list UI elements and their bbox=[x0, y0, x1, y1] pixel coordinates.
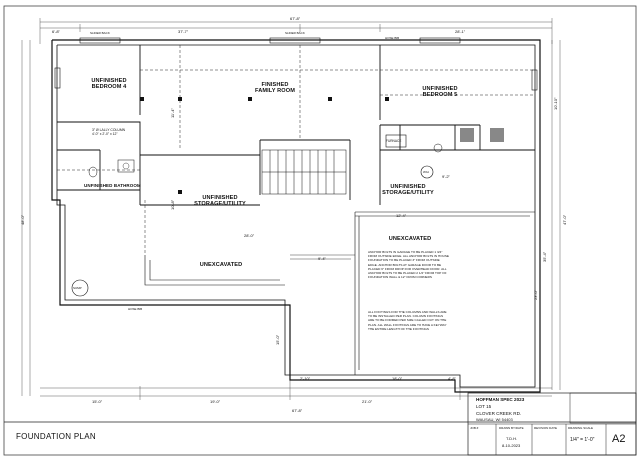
dim-overall-top: 67'-8" bbox=[290, 16, 301, 21]
sheet-number: A2 bbox=[612, 433, 626, 445]
room-label-storage-right: UNFINISHED STORAGE/UTILITY bbox=[382, 184, 434, 197]
project-lot: LOT 15 bbox=[476, 404, 492, 409]
dim-bottom-c: 21'-0" bbox=[362, 399, 373, 404]
dim-column: 3" Ø LALLY COLUMN 4'-0" x 2'-0" x 12" bbox=[92, 128, 126, 136]
sheet-title: FOUNDATION PLAN bbox=[16, 432, 96, 441]
dim-right-b: 47'-0" bbox=[562, 214, 567, 225]
room-label-bedroom-4: UNFINISHED BEDROOM 4 bbox=[91, 78, 127, 91]
dim-bottom-4: 4'-8" bbox=[448, 376, 456, 381]
hose-bib-top: HOSE BIB bbox=[385, 36, 400, 40]
revision-label: REVISION DATE bbox=[534, 426, 557, 430]
water-heater-label: W/H bbox=[423, 170, 429, 174]
dim-mid-12: 12'-4" bbox=[396, 213, 407, 218]
dim-top-b: 37'-7" bbox=[178, 29, 189, 34]
anchor-bolt-note: ANCHOR BOLTS IN GARAGE TO BE PLACED 1 3/… bbox=[368, 250, 449, 280]
dim-bottom-2: 2'-10" bbox=[300, 376, 311, 381]
room-label-unexcavated-left: UNEXCAVATED bbox=[199, 262, 243, 268]
drawing-scale: 1/4" = 1'-0" bbox=[570, 437, 595, 443]
slider-label-b: SLIDER BACK bbox=[285, 31, 305, 35]
drawn-by-label: DRAWN BY/DATE bbox=[499, 426, 524, 430]
room-label-storage-left: UNFINISHED STORAGE/UTILITY bbox=[194, 195, 246, 208]
project-street: CLOVER CREEK RD. bbox=[476, 411, 522, 416]
slider-label-a: SLIDER BACK bbox=[90, 31, 110, 35]
dim-bottom-overall: 67'-8" bbox=[292, 408, 303, 413]
furnace-label: FURNACE bbox=[386, 139, 402, 143]
room-label-bedroom-5: UNFINISHED BEDROOM 5 bbox=[422, 86, 458, 99]
project-city: WAUSAU, WI 54403 bbox=[476, 417, 513, 422]
dim-bottom-b: 19'-0" bbox=[210, 399, 221, 404]
room-label-unexcavated-right: UNEXCAVATED bbox=[388, 236, 432, 242]
hose-bib-bottom: HOSE BIB bbox=[128, 307, 143, 311]
project-name: HOFFMAN SPEC 2023 bbox=[476, 397, 525, 402]
dim-mid-15: 15'-0" bbox=[275, 334, 280, 345]
room-label-family-room: FINISHED FAMILY ROOM bbox=[255, 82, 295, 95]
footing-note: ALL FOOTINGS FOR THE COLUMNS AND WALLS A… bbox=[368, 310, 447, 331]
dim-bath: 11'-4" bbox=[170, 108, 175, 118]
dim-mid-9: 9'-4" bbox=[318, 256, 326, 261]
dim-right-c: 35'-4" bbox=[542, 251, 547, 262]
drawn-date: 8-10-2023 bbox=[502, 443, 521, 448]
dim-bottom-a: 15'-0" bbox=[92, 399, 103, 404]
scale-label: DRAWING SCALE bbox=[568, 426, 594, 430]
room-label-bathroom: UNFINISHED BATHROOM bbox=[84, 183, 141, 188]
drawn-by: T.D.H. bbox=[506, 436, 518, 441]
dim-mid-28: 28'-0" bbox=[244, 233, 255, 238]
dim-top-a: 6'-8" bbox=[52, 29, 60, 34]
dim-top-c: 28'-1" bbox=[455, 29, 466, 34]
dim-right-d: 23'-0" bbox=[533, 289, 538, 300]
sump-label: SUMP bbox=[73, 286, 82, 290]
dim-right-a: 10'-10" bbox=[553, 97, 558, 110]
dim-left-overall: 48'-0" bbox=[20, 214, 25, 225]
dim-right-e: 9'-2" bbox=[442, 174, 450, 179]
job-label: JOB # bbox=[470, 426, 479, 430]
dim-mid-18: 18'-0" bbox=[392, 376, 403, 381]
dim-storage: 10'-8" bbox=[170, 199, 175, 210]
